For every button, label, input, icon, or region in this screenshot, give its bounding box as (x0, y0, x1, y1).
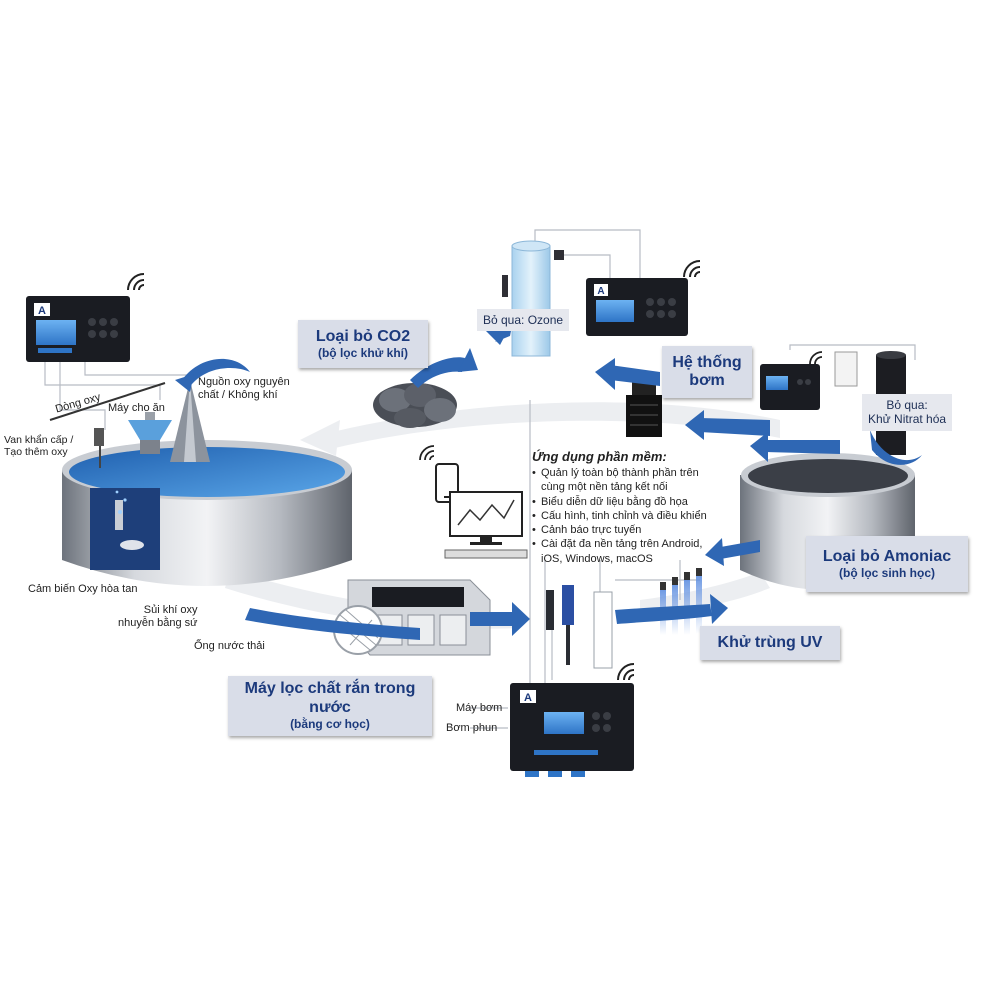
feeder-hopper (128, 420, 172, 440)
oxygen-cone-highlight (184, 380, 196, 462)
controller-icon: A (586, 278, 688, 336)
drum-filter (333, 579, 491, 656)
uv-disinfection-box: Khử trùng UV (700, 626, 840, 660)
software-feature-item: Biểu diễn dữ liệu bằng đồ họa (532, 495, 732, 510)
spray-pump-label: Bơm phun (446, 722, 498, 734)
oxygen-source-label: Nguồn oxy nguyên chất / Không khí (198, 376, 290, 401)
co2-degasser (373, 383, 457, 428)
wire (789, 344, 916, 360)
sensor-probes (546, 585, 613, 669)
wire (84, 362, 190, 376)
feeder-cap (145, 412, 155, 420)
bypass-nitrification-label: Bỏ qua: Khử Nitrat hóa (862, 394, 953, 431)
bubble (115, 490, 119, 494)
waste-pipe-label: Ống nước thải (194, 640, 265, 652)
software-feature-item: Cài đặt đa nền tảng trên Android, iOS, W… (532, 537, 732, 566)
solid-filter-subtitle: (bằng cơ học) (290, 717, 370, 732)
feeder (128, 412, 172, 454)
tank-window (90, 488, 160, 570)
pump-system-title: Hệ thống bơm (672, 353, 742, 389)
diffuser-label: Sủi khí oxy nhuyễn bằng sứ (118, 604, 198, 629)
svg-text:A: A (524, 692, 532, 704)
tank-water (69, 447, 345, 497)
monitor-icon (444, 491, 528, 559)
software-features-panel: Ứng dụng phần mềm: Quản lý toàn bộ thành… (532, 449, 732, 566)
ammonia-removal-box: Loại bỏ Amoniac (bộ lọc sinh học) (806, 536, 968, 592)
co2-removal-title: Loại bỏ CO2 (315, 327, 411, 345)
wifi-icon (419, 445, 435, 461)
feeder-body (140, 440, 160, 454)
bubble (123, 498, 127, 502)
ammonia-removal-title: Loại bỏ Amoniac (822, 547, 952, 565)
pump-label: Máy bơm (456, 702, 503, 714)
controller-icon: A (26, 296, 130, 362)
oxygen-cone (170, 380, 210, 462)
wire (560, 254, 611, 280)
software-feature-item: Cấu hình, tinh chỉnh và điều khiển (532, 509, 732, 524)
controller-icon (760, 364, 820, 410)
ammonia-removal-subtitle: (bộ lọc sinh học) (839, 566, 935, 580)
fish-tank-left (62, 440, 352, 586)
ceramic-diffuser (120, 540, 144, 550)
software-title: Ứng dụng phần mềm: (532, 449, 667, 464)
emergency-valve (94, 428, 104, 446)
oxygen-flow-pipe (49, 382, 166, 421)
wifi-icon (617, 663, 635, 681)
uv-disinfection-title: Khử trùng UV (717, 633, 823, 651)
wire (534, 229, 641, 280)
oxygen-sensor-probe (115, 500, 123, 530)
bubble (118, 510, 122, 514)
solid-filter-box: Máy lọc chất rắn trong nước (bằng cơ học… (228, 676, 432, 736)
feeder-label: Máy cho ăn (108, 402, 165, 414)
wifi-icon (809, 351, 823, 365)
sensor-housing (834, 351, 858, 387)
wifi-icon (683, 260, 701, 278)
ozone-reactor (502, 240, 564, 357)
wire (44, 362, 161, 400)
svg-text:A: A (597, 286, 604, 297)
wifi-icon (127, 273, 145, 291)
svg-text:A: A (38, 305, 46, 317)
co2-removal-box: Loại bỏ CO2 (bộ lọc khử khí) (298, 320, 428, 368)
bypass-ozone-label: Bỏ qua: Ozone (477, 309, 570, 332)
pump-system-box: Hệ thống bơm (662, 346, 752, 398)
do-sensor-label: Cảm biến Oxy hòa tan (28, 583, 138, 595)
emergency-valve-label: Van khẩn cấp / Tạo thêm oxy (4, 434, 74, 459)
co2-removal-subtitle: (bộ lọc khử khí) (317, 346, 409, 360)
controller-icon: A (510, 683, 634, 777)
grey-arrowhead-left (300, 420, 340, 456)
software-feature-item: Quản lý toàn bộ thành phần trên cùng một… (532, 466, 732, 495)
software-feature-item: Cảnh báo trực tuyến (532, 523, 732, 538)
software-feature-list: Quản lý toàn bộ thành phần trên cùng một… (532, 466, 732, 566)
solid-filter-title: Máy lọc chất rắn trong nước (244, 680, 416, 716)
